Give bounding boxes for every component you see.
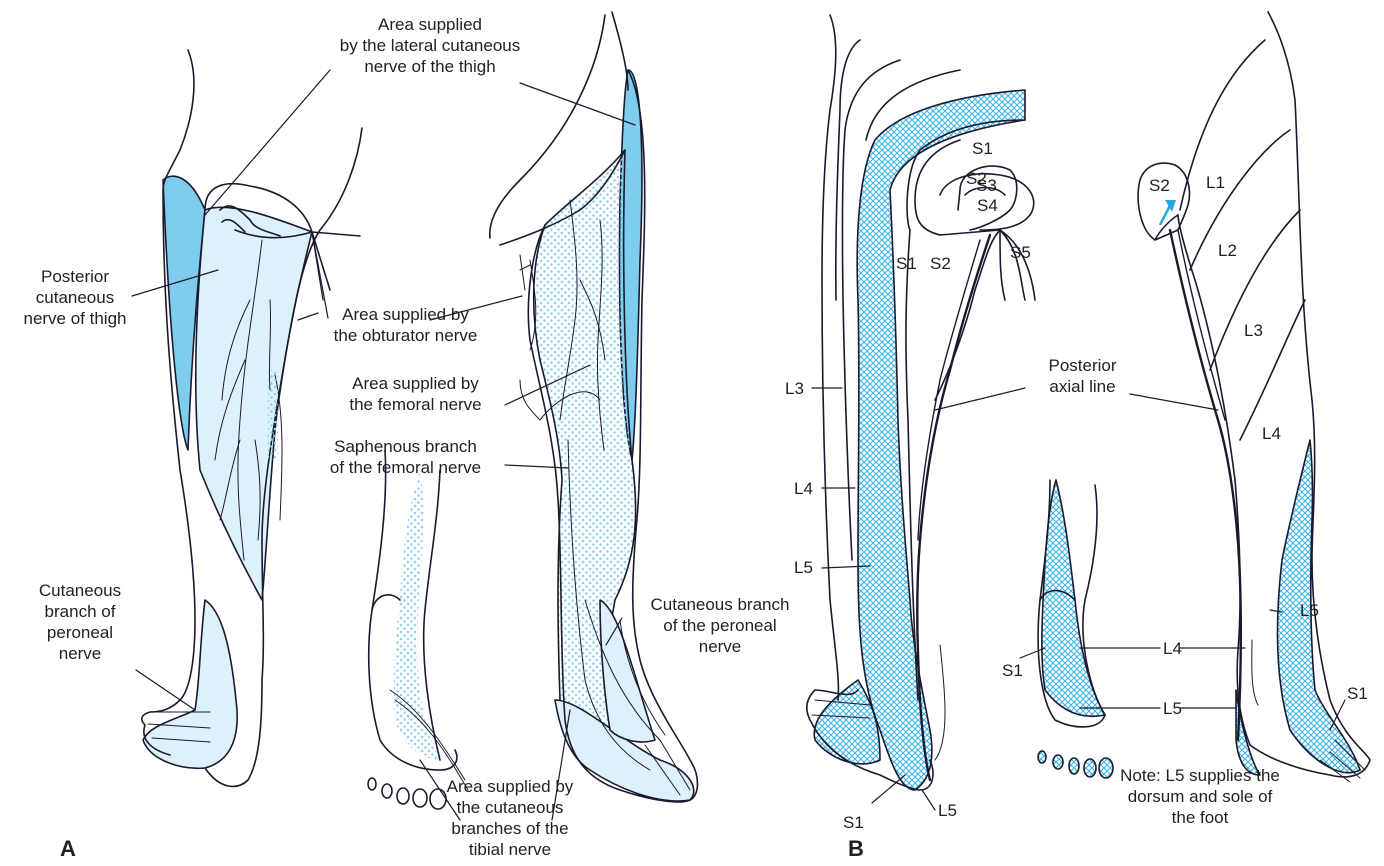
segment-s5: S5 [1010,242,1031,263]
segment-s1-mid: S1 [896,253,917,274]
segment-l5-right: L5 [1300,600,1319,621]
label-obturator: Area supplied by the obturator nerve [318,304,493,346]
segment-s2-mid: S2 [930,253,951,274]
label-peroneal-back: Cutaneous branch of peroneal nerve [20,580,140,664]
segment-s1-right: S1 [1347,683,1368,704]
segment-l2: L2 [1218,240,1237,261]
segment-l4-right: L4 [1262,423,1281,444]
anterior-leg-a [490,12,698,802]
label-femoral: Area supplied by the femoral nerve [328,373,503,415]
panel-letter-a: A [60,836,76,862]
segment-s3: S3 [976,175,997,196]
segment-l5-foot: L5 [1163,698,1182,719]
segment-l1: L1 [1206,172,1225,193]
segment-l3-right: L3 [1244,320,1263,341]
label-posterior-axial-line: Posterior axial line [1025,355,1140,397]
anterior-leg-b [1138,12,1370,782]
label-posterior-cutaneous: Posterior cutaneous nerve of thigh [15,266,135,329]
label-note-l5: Note: L5 supplies the dorsum and sole of… [1100,765,1300,828]
segment-l5-left: L5 [794,557,813,578]
segment-l3-left: L3 [785,378,804,399]
panel-letter-b: B [848,836,864,862]
s2-arrow [1160,200,1176,225]
segment-l4-foot: L4 [1163,638,1182,659]
s1-hatched-band [857,90,1025,790]
segment-s1-bottom: S1 [843,812,864,833]
label-peroneal-front: Cutaneous branch of the peroneal nerve [620,594,820,657]
foot-b-small [1038,480,1113,778]
segment-s1-foot: S1 [1002,660,1023,681]
posterior-light-area [196,207,312,600]
posterior-leg-b [807,15,1035,790]
posterior-axial-b2 [1170,230,1241,740]
foot-a-small [368,450,468,809]
label-saphenous: Saphenous branch of the femoral nerve [308,436,503,478]
segment-l5-bottom: L5 [938,800,957,821]
segment-s2-right: S2 [1149,175,1170,196]
segment-s4: S4 [977,195,998,216]
posterior-axial-b1 [917,235,990,780]
label-lateral-cutaneous: Area supplied by the lateral cutaneous n… [325,14,535,77]
segment-s1-top: S1 [972,138,993,159]
label-tibial: Area supplied by the cutaneous branches … [415,776,605,860]
foot-a-dotted [394,470,440,760]
segment-l4-left: L4 [794,478,813,499]
